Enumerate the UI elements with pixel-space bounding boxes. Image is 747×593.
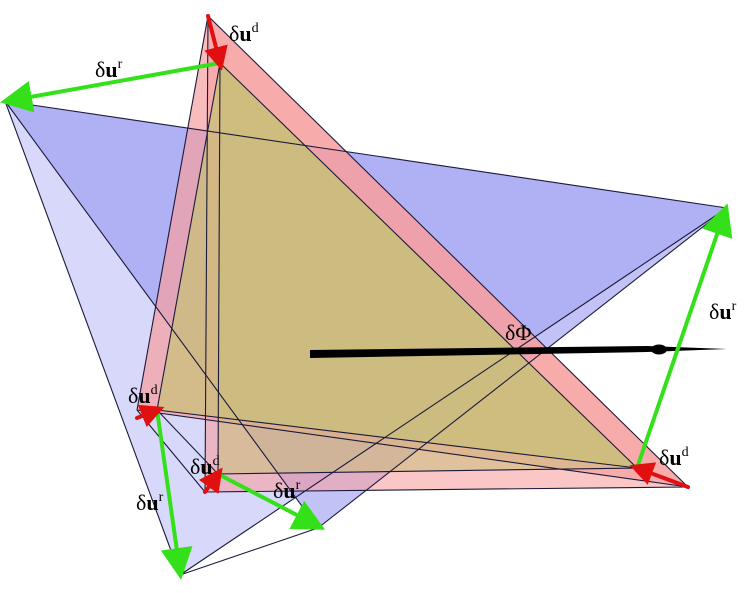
triangle-edge (156, 62, 221, 411)
triangle-edge (136, 15, 209, 411)
label-symbol: δ (709, 299, 720, 324)
triangle-edge (217, 62, 221, 475)
label-symbol: δΦ (505, 320, 532, 345)
label-vector: u (200, 454, 213, 479)
label-vector: u (138, 383, 151, 408)
du-r-left-arrow (155, 408, 193, 580)
label-superscript: d (251, 21, 259, 36)
label-vector: u (105, 57, 118, 82)
triangle-faces (5, 16, 727, 575)
rotation-axis (310, 344, 727, 358)
label-du-r-left: δur (136, 491, 163, 514)
du-d-top-arrow (204, 14, 228, 71)
label-vector: u (283, 478, 296, 503)
triangle-edge (217, 467, 638, 475)
triangle-edge (317, 207, 728, 529)
label-du-r-top: δur (95, 58, 122, 81)
label-du-d-bottom: δud (190, 455, 220, 478)
label-du-d-right: δud (659, 446, 689, 469)
rotation-axis-arrow (310, 346, 727, 358)
triangle-edge (4, 100, 319, 529)
label-superscript: r (117, 57, 123, 72)
label-superscript: d (681, 445, 689, 460)
label-superscript: d (150, 383, 158, 398)
label-symbol: δ (128, 383, 139, 408)
triangle-edge (204, 15, 209, 493)
du-r-top-arrow (0, 61, 222, 113)
label-symbol: δ (95, 57, 106, 82)
label-dphi: δΦ (505, 322, 531, 344)
label-vector: u (146, 490, 159, 515)
triangle-edge (204, 486, 689, 493)
triangle-edge (156, 409, 638, 469)
olive-triangle-inner-lower (218, 63, 637, 474)
label-du-d-left: δud (128, 384, 158, 407)
triangle-edge (4, 100, 728, 209)
label-vector: u (669, 445, 682, 470)
label-superscript: r (158, 490, 164, 505)
label-vector: u (239, 21, 252, 46)
label-symbol: δ (136, 490, 147, 515)
du-r-right-arrow (635, 203, 733, 470)
du-d-bottom-arrow (198, 467, 223, 494)
triangle-edge (179, 527, 319, 576)
label-symbol: δ (273, 478, 284, 503)
triangle-edge (156, 409, 219, 475)
label-superscript: r (731, 299, 737, 314)
du-r-bottom-arrow (216, 472, 326, 530)
label-superscript: d (212, 454, 220, 469)
label-du-d-top: δud (229, 22, 259, 45)
label-symbol: δ (229, 21, 240, 46)
label-du-r-right: δur (709, 300, 736, 323)
label-symbol: δ (659, 445, 670, 470)
label-du-r-bottom: δur (273, 479, 300, 502)
label-symbol: δ (190, 454, 201, 479)
displacement-vectors (0, 14, 733, 580)
label-vector: u (719, 299, 732, 324)
triangle-edge (207, 15, 689, 488)
triangle-edge (179, 207, 728, 576)
triangle-edges (4, 15, 728, 576)
du-d-left-arrow (135, 404, 165, 428)
label-superscript: r (295, 478, 301, 493)
du-d-right-arrow (629, 462, 690, 489)
triangle-edge (4, 100, 181, 576)
triangle-edge (136, 409, 689, 488)
rotation-axis-knob (651, 344, 667, 355)
triangle-edge (219, 62, 638, 469)
